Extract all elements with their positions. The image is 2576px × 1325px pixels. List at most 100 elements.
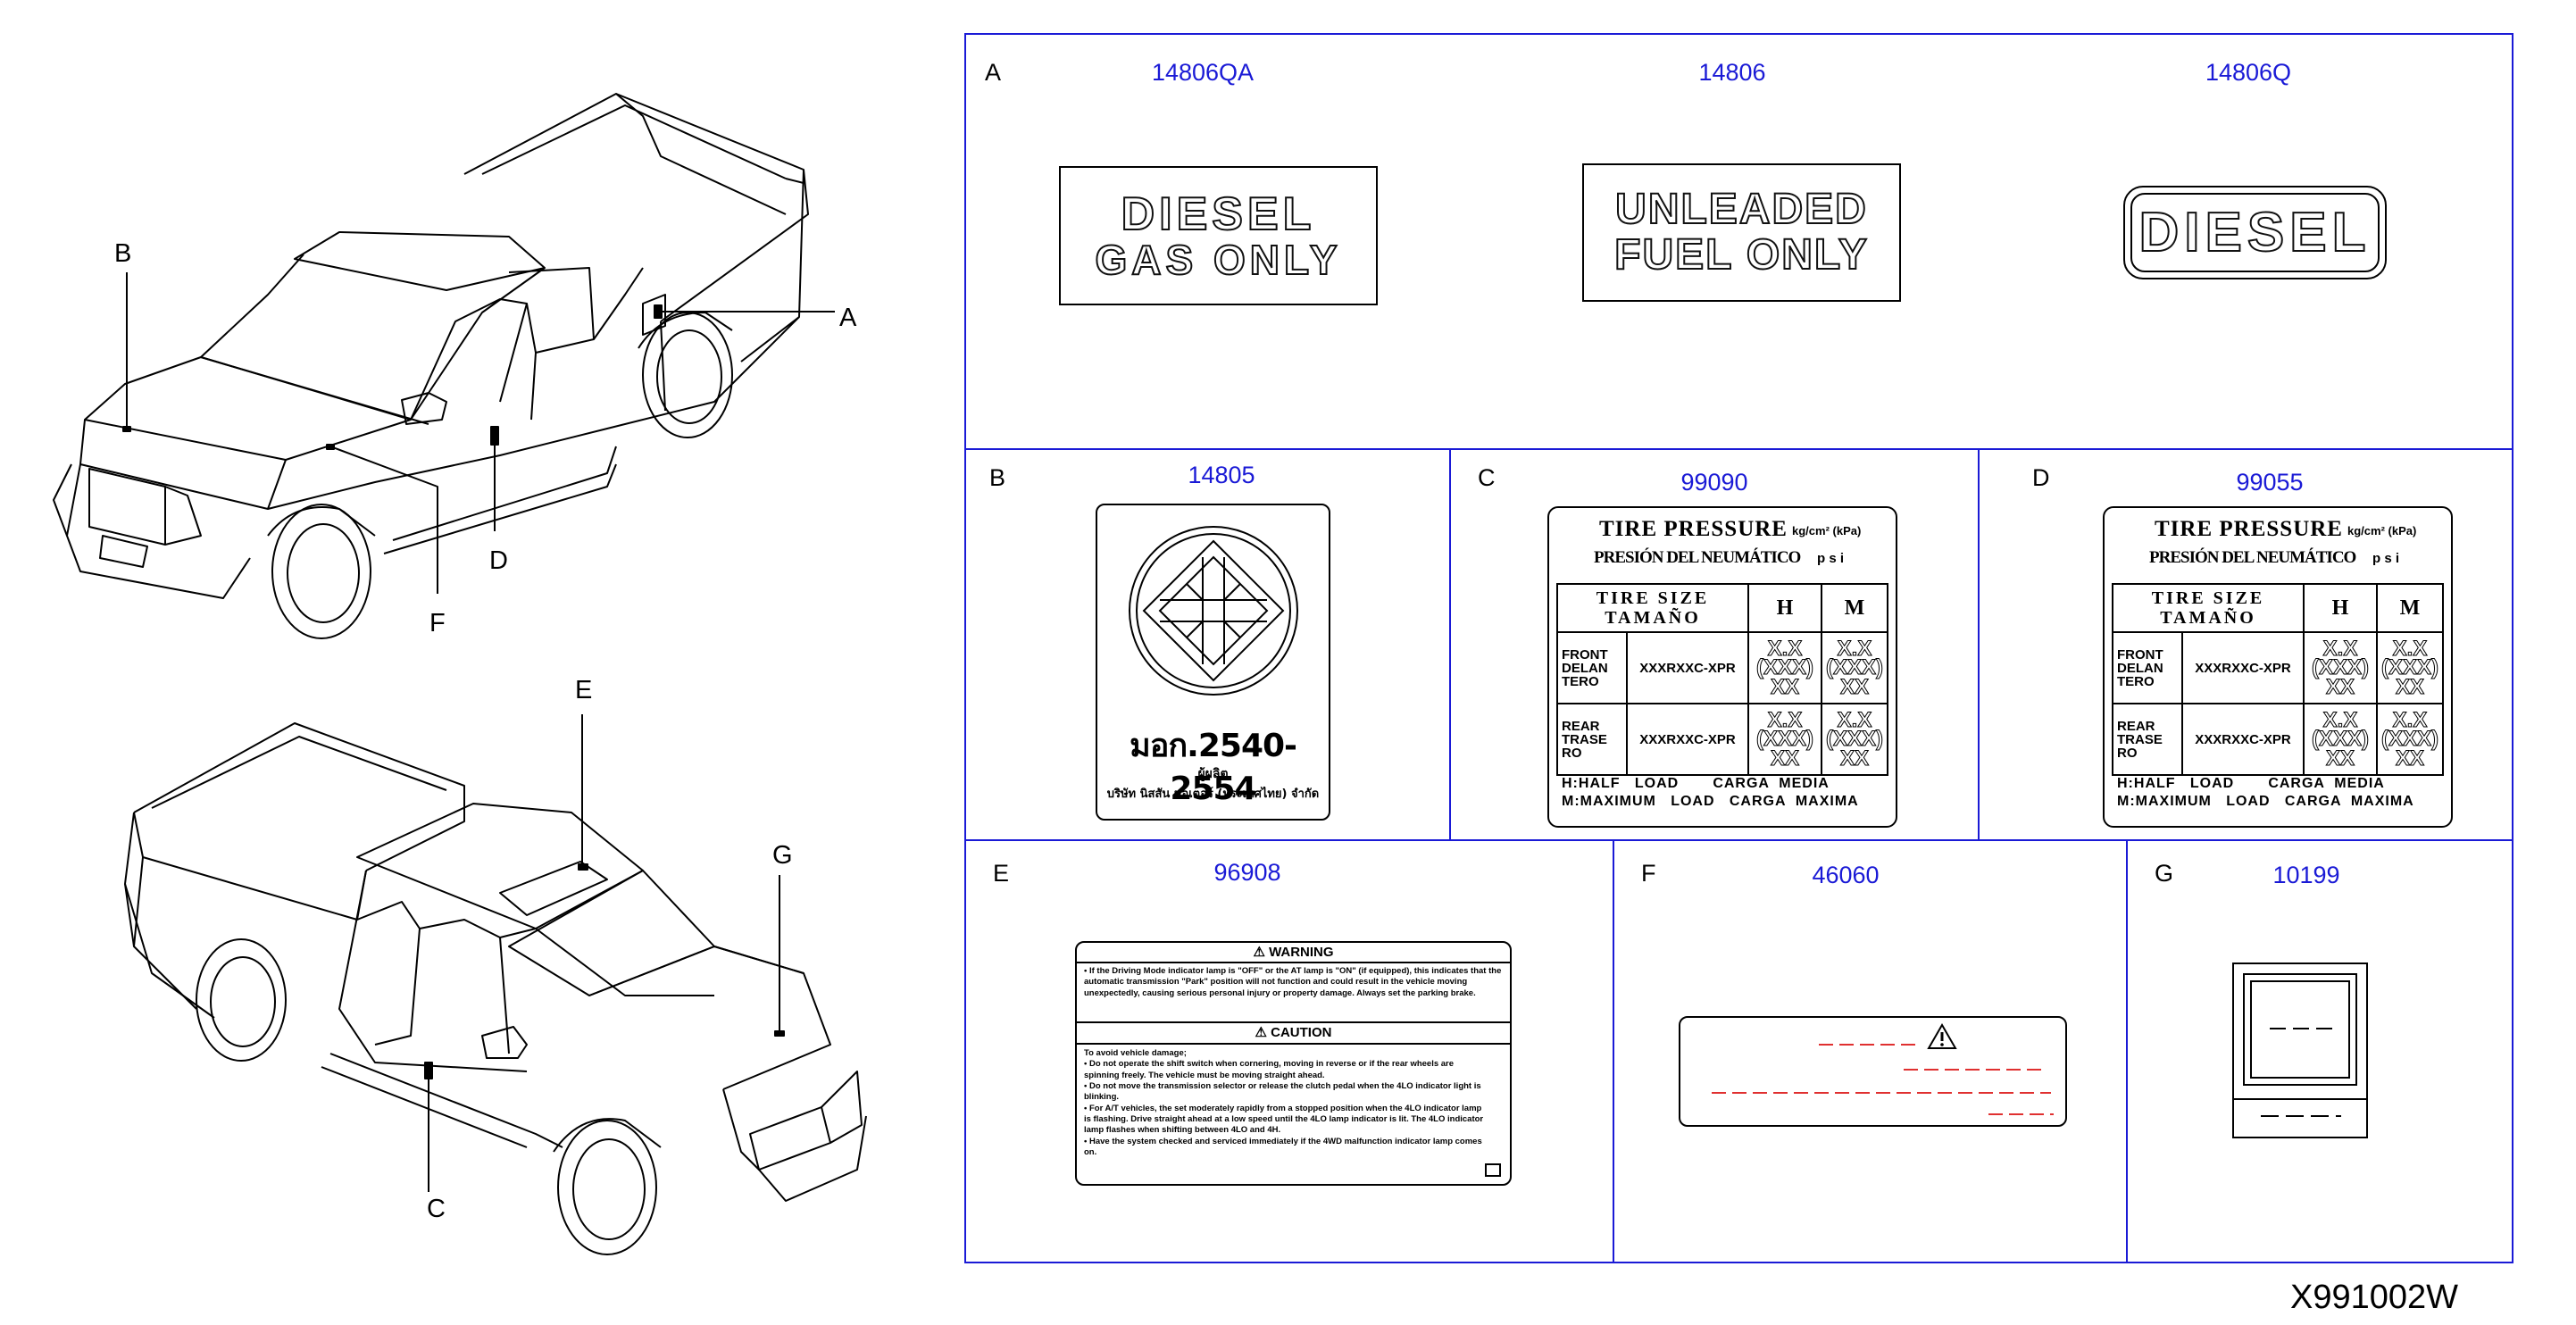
part-no-14806qa: 14806QA <box>1151 59 1255 86</box>
panel-d-letter: D <box>2032 464 2050 491</box>
row-half-value: X.X(XXX)XX <box>2303 703 2378 776</box>
half-load-header: H <box>1747 583 1822 633</box>
tisi-manufacturer-label: ผู้ผลิต <box>1197 767 1229 781</box>
tire-pressure-unit-kpa: kg/cm² (kPa) <box>2347 524 2417 538</box>
row-max-value: X.X(XXX)XX <box>1821 631 1888 704</box>
tisi-standard-number: มอก.2540-2554 <box>1130 728 1297 807</box>
row-tire-size: XXXRXXC-XPR <box>2181 631 2305 704</box>
caution-triangle-icon: ⚠ <box>1255 1025 1267 1040</box>
callout-b: B <box>114 239 132 268</box>
warning-triangle-icon: ⚠ <box>1253 945 1265 960</box>
callout-c: C <box>427 1195 446 1223</box>
tire-pressure-title: TIRE PRESSURE <box>1599 517 1788 541</box>
warning-header: ⚠ WARNING <box>1077 943 1510 963</box>
diesel-gas-only-label: DIESEL GAS ONLY <box>1059 166 1378 305</box>
row-max-value: X.X(XXX)XX <box>2376 703 2444 776</box>
callout-f: F <box>429 609 446 638</box>
tire-pressure-unit-psi: p s i <box>2372 551 2400 566</box>
row-tire-size: XXXRXXC-XPR <box>1626 631 1749 704</box>
row-half-value: X.X(XXX)XX <box>2303 631 2378 704</box>
label-line-1: DIESEL <box>1121 188 1316 240</box>
caution-title: CAUTION <box>1271 1025 1332 1040</box>
label-line-2: GAS ONLY <box>1094 237 1342 284</box>
panel-e-letter: E <box>993 860 1010 887</box>
caution-item: • Do not operate the shift switch when c… <box>1084 1059 1455 1080</box>
vehicle-views <box>53 93 867 1255</box>
panel-g-letter: G <box>2155 860 2174 887</box>
warning-text: • If the Driving Mode indicator lamp is … <box>1084 966 1502 998</box>
tire-pressure-label-d: TIRE PRESSURE PRESIÓN DEL NEUMÁTICO kg/c… <box>2103 506 2453 828</box>
tisi-manufacturer-name: บริษัท นิสสัน มอเตอร์ (ประเทศไทย) จำกัด <box>1106 788 1320 801</box>
part-no-99090: 99090 <box>1680 469 1748 496</box>
info-label-window <box>2243 973 2357 1086</box>
callout-e: E <box>575 676 593 704</box>
load-legend-half: H:HALF LOAD CARGA MEDIA <box>1562 776 1830 791</box>
load-legend-max: M:MAXIMUM LOAD CARGA MAXIMA <box>1562 794 1859 809</box>
row-half-value: X.X(XXX)XX <box>1747 631 1822 704</box>
part-no-99055: 99055 <box>2236 469 2304 496</box>
warning-triangle-icon <box>1927 1023 1957 1049</box>
caution-item: • Have the system checked and serviced i… <box>1084 1136 1482 1158</box>
callout-a: A <box>839 304 857 332</box>
panel-f-letter: F <box>1641 860 1656 887</box>
part-no-10199: 10199 <box>2272 862 2340 888</box>
tire-pressure-subtitle: PRESIÓN DEL NEUMÁTICO <box>2149 548 2356 567</box>
panel-a-letter: A <box>985 59 1002 86</box>
tire-pressure-label-c: TIRE PRESSURE PRESIÓN DEL NEUMÁTICO kg/c… <box>1547 506 1897 828</box>
tisi-label: มอก.2540-2554 ผู้ผลิต บริษัท นิสสัน มอเต… <box>1096 504 1330 821</box>
callout-d: D <box>489 546 508 575</box>
row-half-value: X.X(XXX)XX <box>1747 703 1822 776</box>
callout-g: G <box>772 841 793 870</box>
truck-rear-view <box>124 714 867 1255</box>
book-icon <box>1485 1163 1501 1177</box>
half-load-header: H <box>2303 583 2378 633</box>
unleaded-fuel-only-label: UNLEADED FUEL ONLY <box>1582 163 1901 302</box>
label-line-2: FUEL ONLY <box>1613 230 1869 279</box>
part-no-46060: 46060 <box>1812 862 1880 888</box>
warning-title: WARNING <box>1269 945 1334 960</box>
panel-b-letter: B <box>989 464 1006 491</box>
label-line-1: UNLEADED <box>1614 186 1868 234</box>
label-line-1: DIESEL <box>2138 201 2372 263</box>
brake-caution-label <box>1679 1016 2067 1127</box>
tisi-emblem-icon <box>1129 526 1298 696</box>
placeholder-text-lines <box>1712 1044 2054 1115</box>
diagram-code: X991002W <box>2290 1279 2459 1316</box>
caution-body: To avoid vehicle damage; • Do not operat… <box>1084 1048 1488 1158</box>
truck-front-view <box>53 93 835 639</box>
load-legend-half: H:HALF LOAD CARGA MEDIA <box>2117 776 2385 791</box>
tire-pressure-unit-psi: p s i <box>1817 551 1845 566</box>
part-no-96908: 96908 <box>1213 859 1281 886</box>
part-no-14806: 14806 <box>1698 59 1766 86</box>
part-no-14806q: 14806Q <box>2205 59 2292 86</box>
caution-item: • Do not move the transmission selector … <box>1084 1081 1481 1103</box>
caution-header: ⚠ CAUTION <box>1077 1021 1510 1045</box>
row-tire-size: XXXRXXC-XPR <box>2181 703 2305 776</box>
tire-pressure-unit-kpa: kg/cm² (kPa) <box>1792 524 1862 538</box>
row-tire-size: XXXRXXC-XPR <box>1626 703 1749 776</box>
part-no-14805: 14805 <box>1188 462 1255 488</box>
caution-intro: To avoid vehicle damage; <box>1084 1048 1187 1058</box>
info-label <box>2232 962 2368 1138</box>
load-legend-max: M:MAXIMUM LOAD CARGA MAXIMA <box>2117 794 2414 809</box>
panel-c-letter: C <box>1478 464 1496 491</box>
max-load-header: M <box>2376 583 2444 633</box>
row-max-value: X.X(XXX)XX <box>2376 631 2444 704</box>
tire-pressure-title: TIRE PRESSURE <box>2155 517 2343 541</box>
caution-item: • For A/T vehicles, the set moderately r… <box>1084 1103 1484 1136</box>
4wd-warning-label: ⚠ WARNING • If the Driving Mode indicato… <box>1075 941 1512 1186</box>
max-load-header: M <box>1821 583 1888 633</box>
diesel-label: DIESEL <box>2123 186 2387 279</box>
